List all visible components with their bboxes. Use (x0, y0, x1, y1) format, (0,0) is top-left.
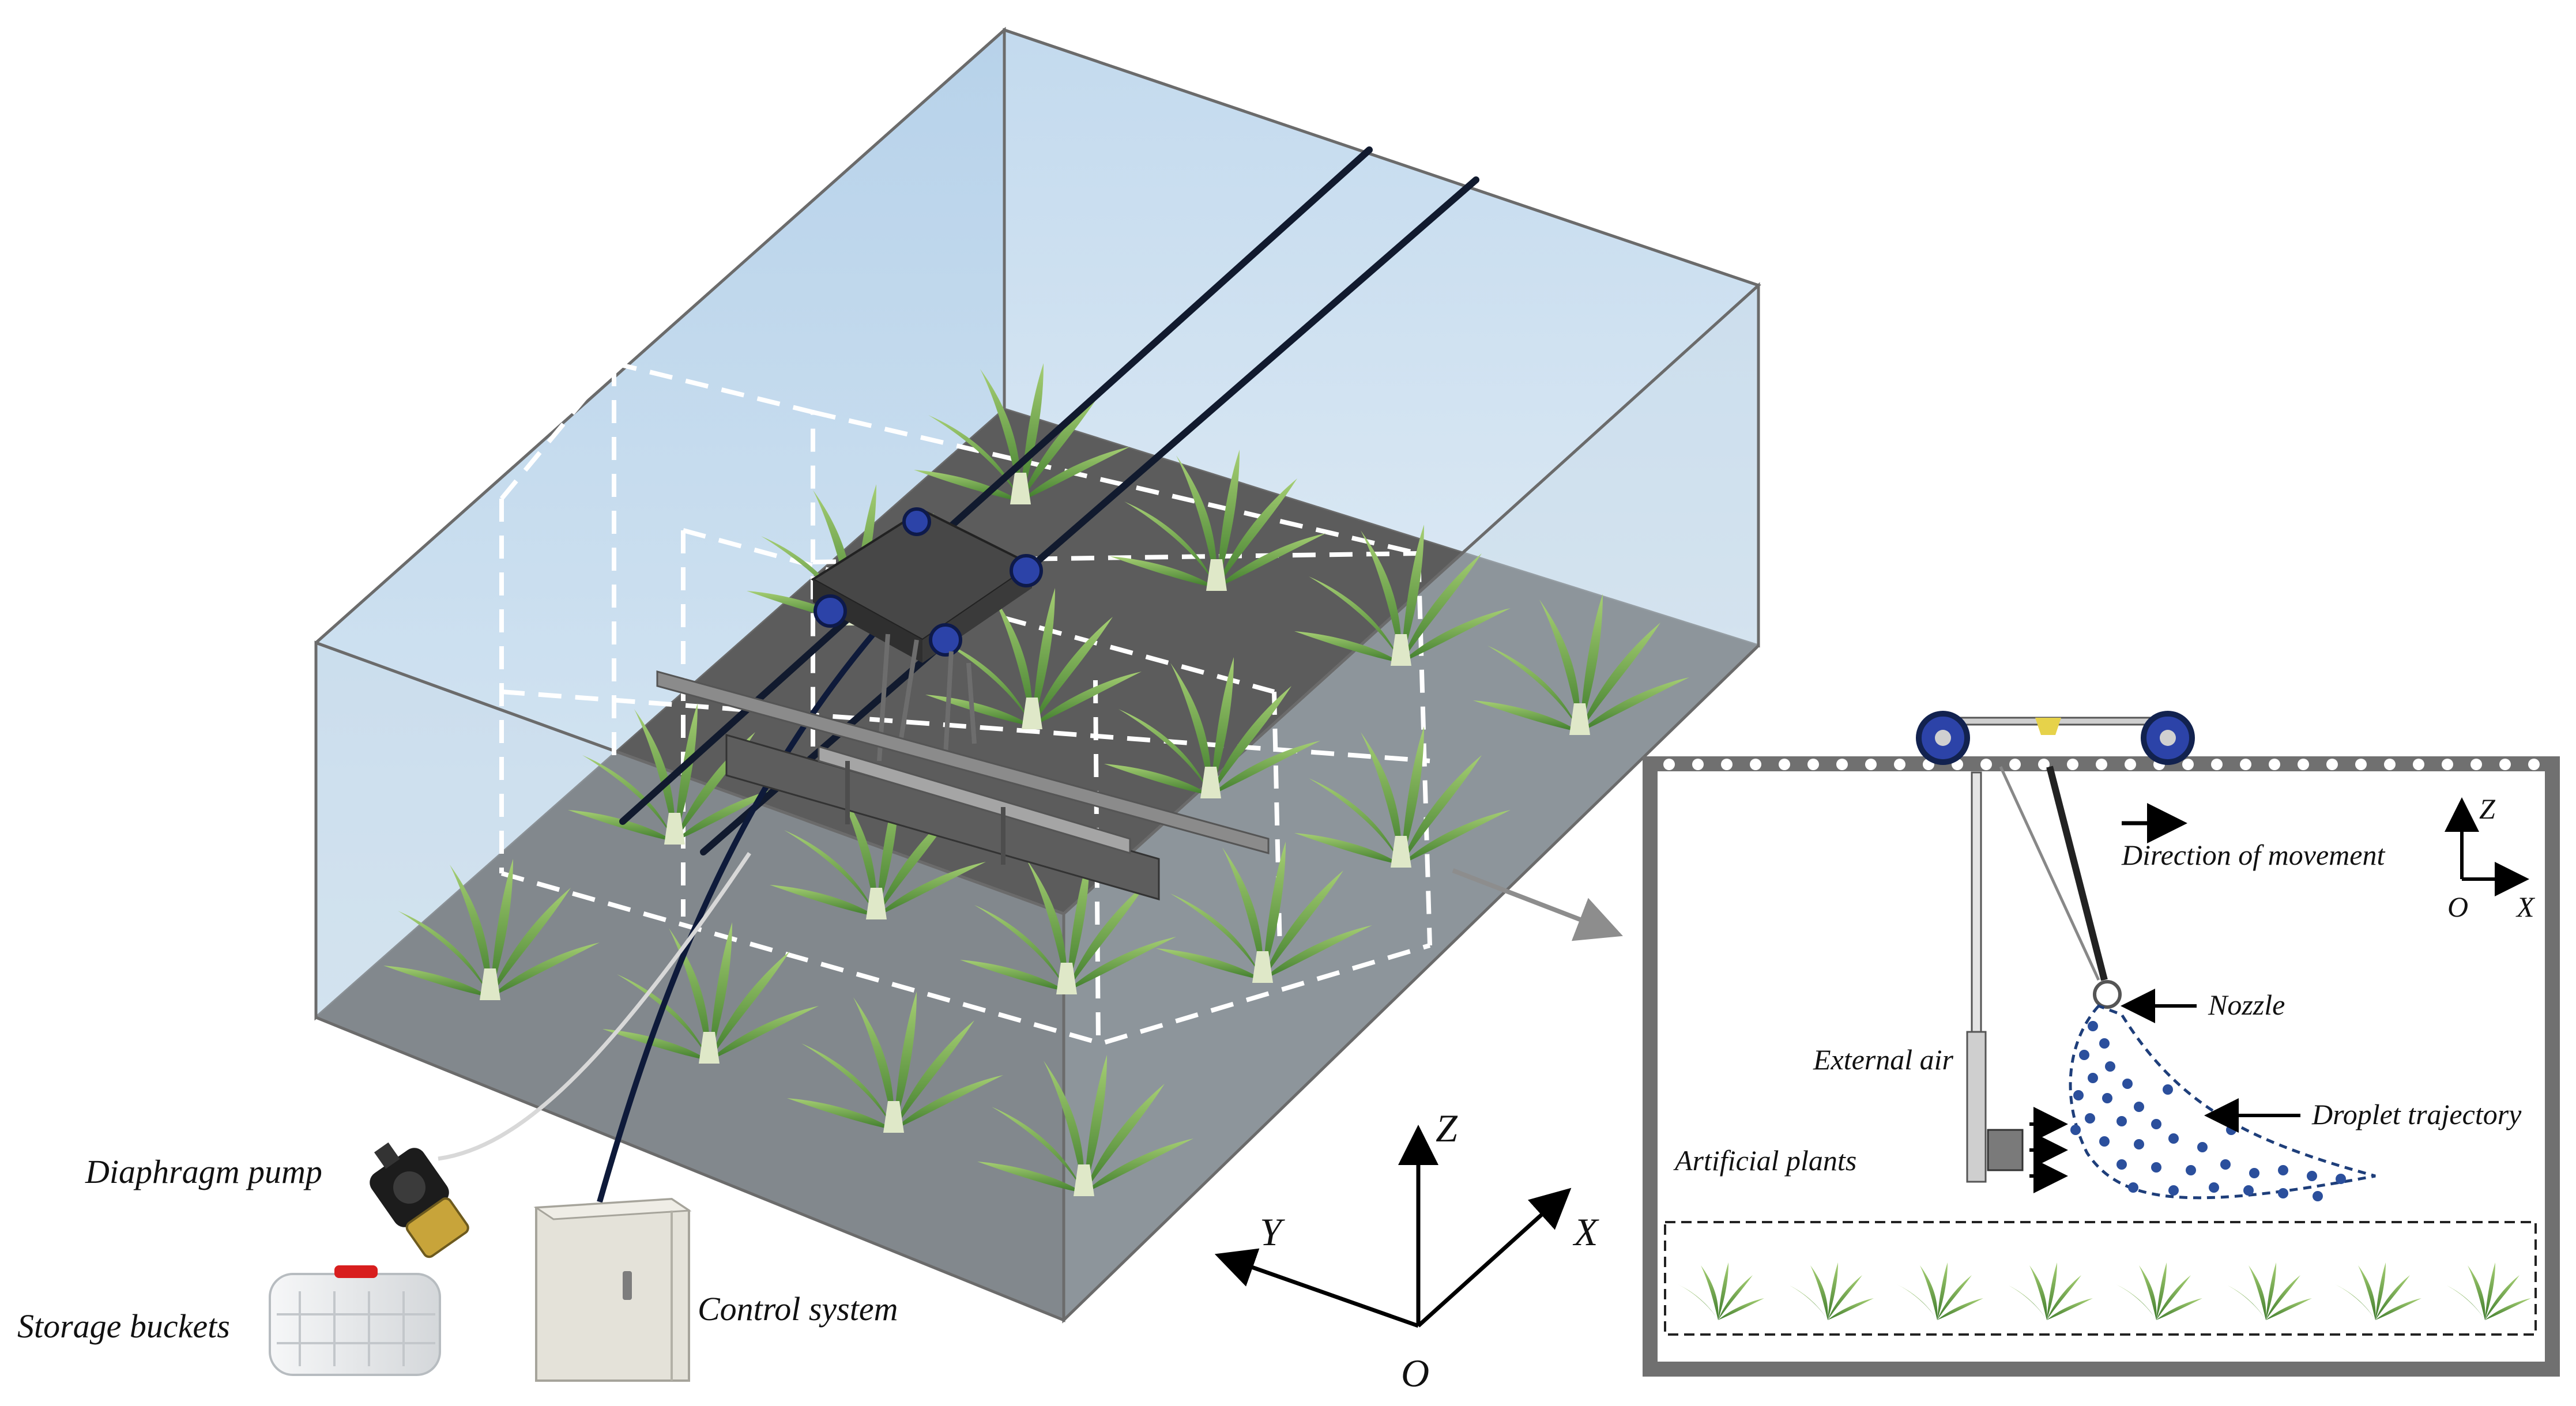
inset-axis-z: Z (2479, 793, 2496, 825)
label-droplet-trajectory: Droplet trajectory (2311, 1098, 2522, 1130)
axis-z-label: Z (1436, 1106, 1458, 1150)
trolley-wheel-icon (814, 507, 1043, 657)
label-artificial-plants: Artificial plants (1673, 1144, 1856, 1177)
control-cable (597, 560, 942, 1203)
side-view-inset: Z O X Direction of movement Nozzle Exter… (1643, 711, 2560, 1377)
axis-y-label: Y (1260, 1210, 1285, 1254)
boom-bar (656, 670, 1270, 854)
label-diaphragm-pump: Diaphragm pump (85, 1153, 322, 1190)
storage-bucket-icon (269, 1265, 441, 1376)
axis-origin-label: O (1401, 1351, 1429, 1395)
roof-edges (315, 28, 1761, 915)
inset-coordinate-axes (2445, 797, 2529, 896)
control-cabinet-icon (533, 1197, 692, 1382)
inset-frame (1643, 756, 2560, 1377)
diaphragm-pump-icon (370, 1142, 469, 1258)
label-control-system: Control system (698, 1290, 898, 1328)
supply-hose (438, 852, 751, 1161)
air-flow-arrows (2029, 1107, 2068, 1193)
droplet-trajectory-outline (2069, 1004, 2376, 1200)
label-storage-buckets: Storage buckets (17, 1307, 230, 1345)
zoom-arrow (1452, 868, 1623, 941)
nozzle-icon (2093, 980, 2122, 1009)
label-nozzle: Nozzle (2208, 989, 2285, 1021)
rail-holes (1663, 759, 2540, 770)
inset-axis-origin: O (2447, 891, 2468, 923)
main-coordinate-axes (1214, 1125, 1572, 1328)
axis-x-label: X (1572, 1210, 1599, 1254)
air-outlet (1987, 1129, 2024, 1171)
label-direction-of-movement: Direction of movement (2121, 839, 2385, 871)
spray-trolley (656, 507, 1270, 900)
label-external-air: External air (1813, 1043, 1954, 1076)
inset-axis-x: X (2515, 891, 2536, 923)
spray-arm (2046, 766, 2108, 981)
artificial-plants-row-box (1664, 1221, 2537, 1336)
droplets (2070, 1021, 2346, 1201)
rail-right (700, 176, 1479, 855)
